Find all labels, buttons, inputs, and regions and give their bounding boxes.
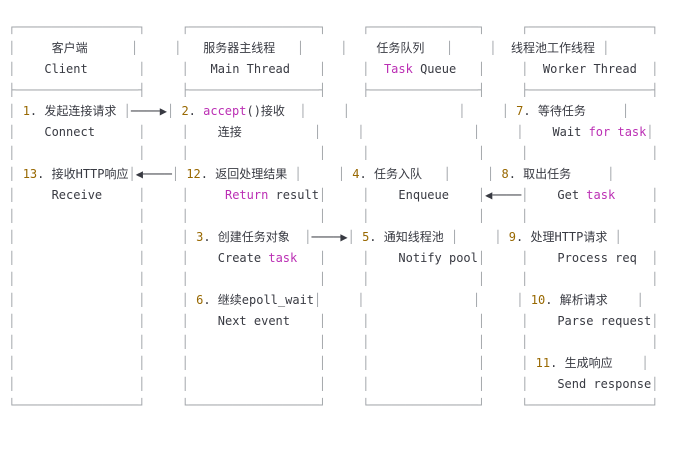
- sequence-diagram: ┌─────────────────┐ ┌──────────────────┐…: [1, 20, 659, 412]
